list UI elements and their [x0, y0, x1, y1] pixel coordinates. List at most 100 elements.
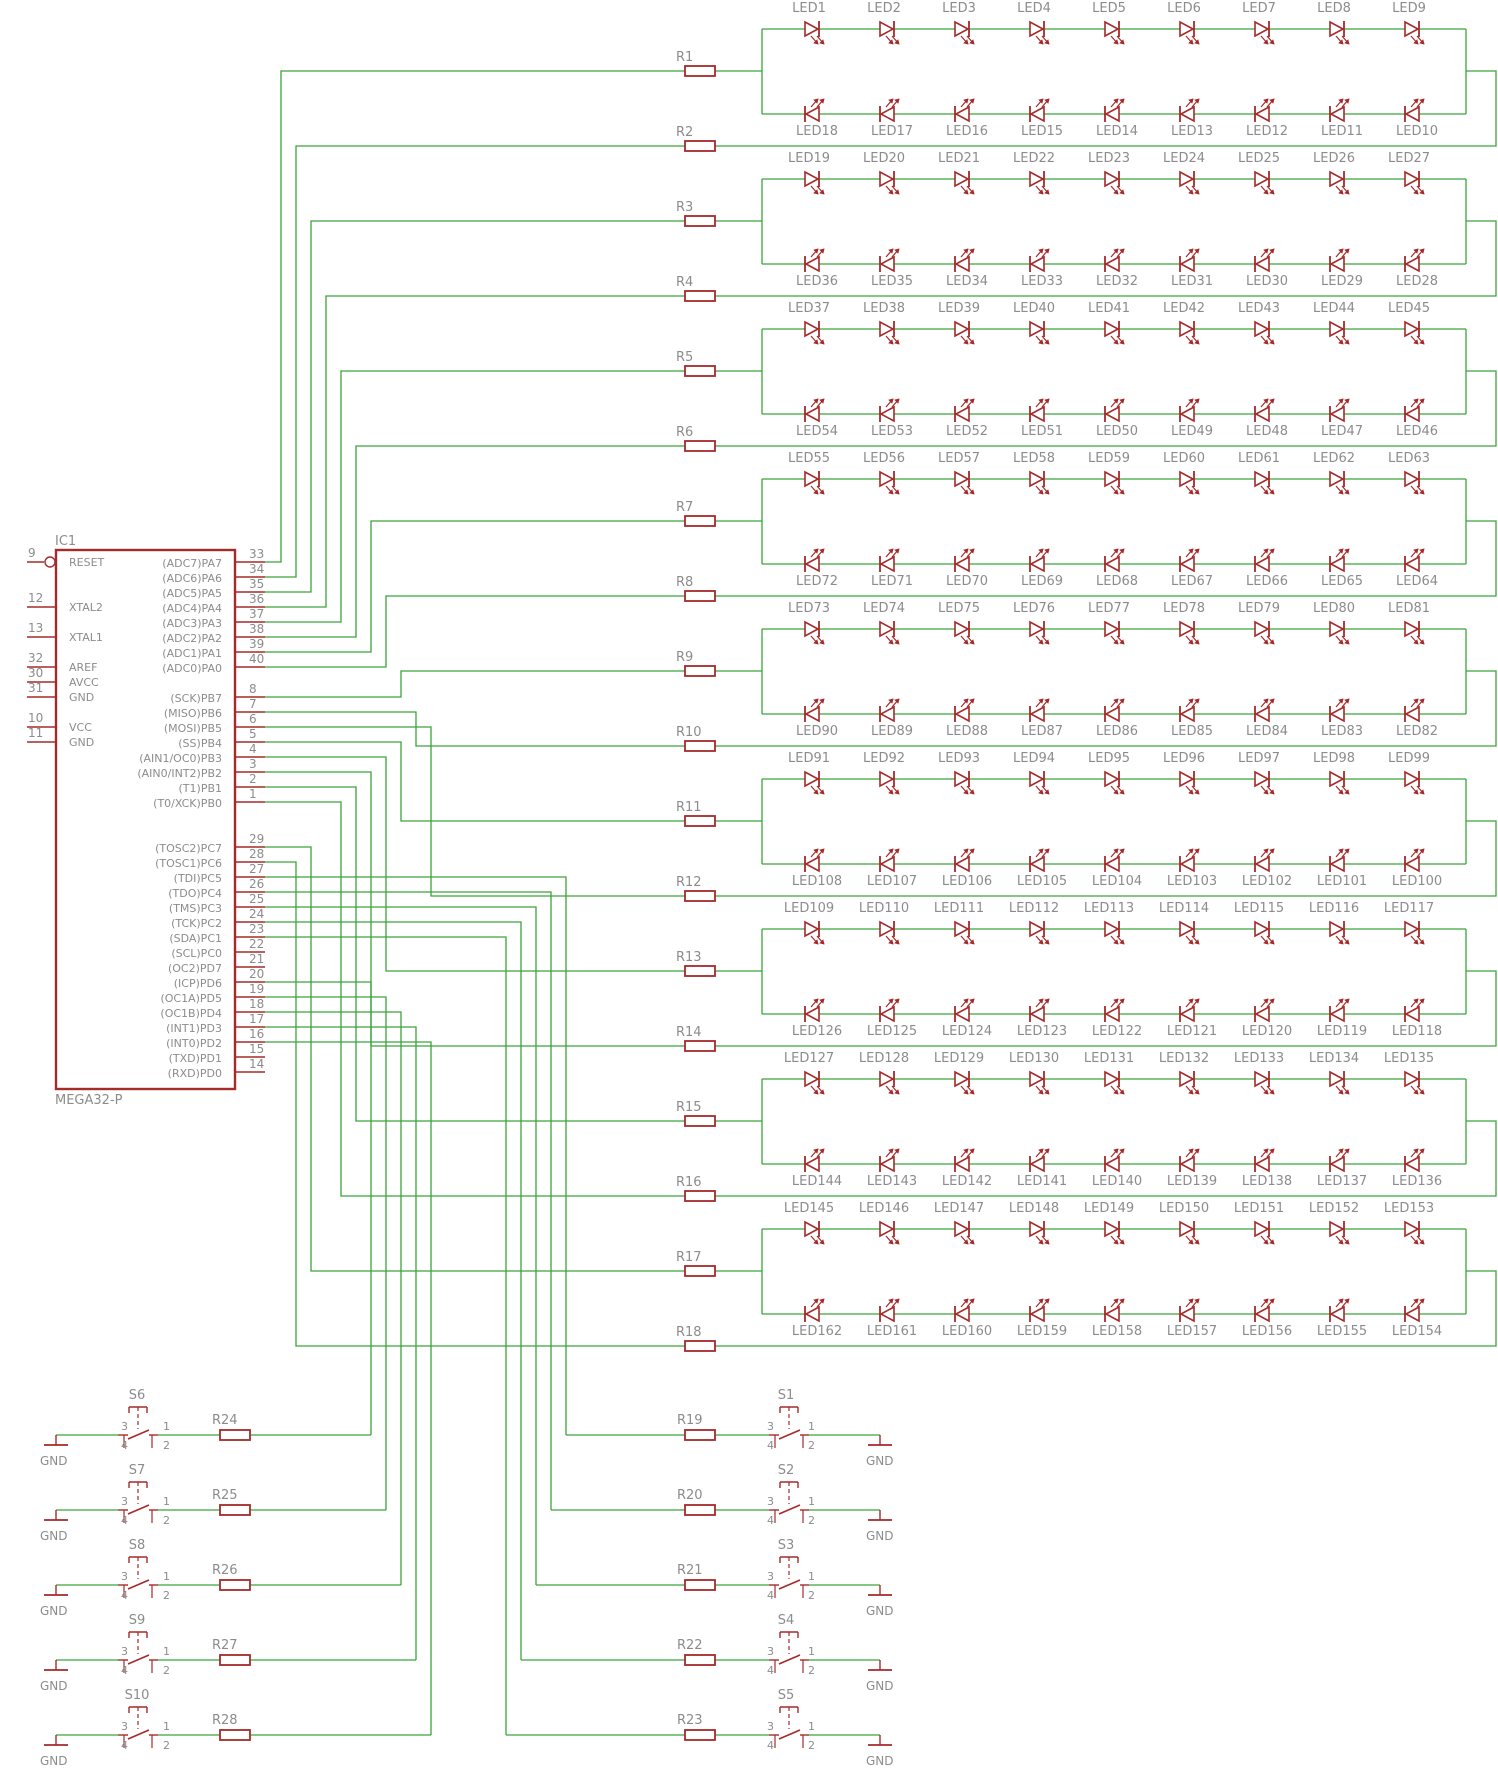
light-arrowhead	[813, 189, 819, 195]
light-arrowhead	[1413, 189, 1419, 195]
led-triangle	[1029, 705, 1045, 723]
ic-pin-label: XTAL1	[69, 631, 103, 644]
ic-pin-number: 22	[249, 937, 264, 951]
led-triangle	[879, 555, 895, 573]
led-label: LED7	[1242, 1, 1276, 16]
light-arrowhead	[1113, 248, 1119, 254]
light-arrowhead	[888, 548, 894, 554]
light-arrowhead	[819, 248, 825, 254]
light-arrowhead	[813, 1239, 819, 1245]
light-arrowhead	[894, 548, 900, 554]
resistor-label: R25	[212, 1488, 238, 1503]
led-triangle	[1329, 555, 1345, 573]
switch-label: S4	[778, 1613, 795, 1628]
led-triangle	[954, 20, 970, 38]
led-triangle	[1104, 470, 1120, 488]
led-triangle	[804, 770, 820, 788]
led-label: LED130	[1009, 1051, 1059, 1066]
light-arrowhead	[813, 248, 819, 254]
led-bottom-4-1	[879, 698, 900, 723]
light-arrowhead	[969, 1148, 975, 1154]
light-arrowhead	[969, 698, 975, 704]
led-bottom-3-6	[1254, 548, 1275, 573]
light-arrowhead	[1269, 98, 1275, 104]
light-arrowhead	[1269, 1298, 1275, 1304]
light-arrowhead	[813, 548, 819, 554]
light-arrowhead	[1263, 339, 1269, 345]
led-label: LED75	[938, 601, 980, 616]
led-triangle	[954, 470, 970, 488]
led-triangle	[1404, 255, 1420, 273]
led-triangle	[1029, 20, 1045, 38]
led-label: LED103	[1167, 874, 1217, 889]
switch-pin-number: 1	[808, 1420, 815, 1433]
led-top-3-1	[879, 470, 900, 495]
led-triangle	[1029, 170, 1045, 188]
light-arrowhead	[1413, 848, 1419, 854]
ic-pin-label: (TOSC2)PC7	[155, 842, 222, 855]
light-arrowhead	[1194, 248, 1200, 254]
led-top-3-6	[1254, 470, 1275, 495]
light-arrowhead	[1044, 39, 1050, 45]
led-top-7-2	[954, 1070, 975, 1095]
led-top-5-2	[954, 770, 975, 795]
led-label: LED114	[1159, 901, 1209, 916]
light-arrowhead	[1119, 698, 1125, 704]
light-arrowhead	[1413, 1089, 1419, 1095]
light-arrowhead	[1269, 39, 1275, 45]
led-label: LED6	[1167, 1, 1201, 16]
led-label: LED50	[1096, 424, 1138, 439]
light-arrowhead	[1119, 98, 1125, 104]
ic-pin-number: 2	[249, 772, 257, 786]
light-arrowhead	[1038, 339, 1044, 345]
led-label: LED27	[1388, 151, 1430, 166]
light-arrowhead	[1263, 1239, 1269, 1245]
led-label: LED107	[867, 874, 917, 889]
light-arrowhead	[888, 248, 894, 254]
light-arrowhead	[1263, 1089, 1269, 1095]
ic-pin-number: 31	[28, 681, 43, 695]
led-triangle	[1029, 1155, 1045, 1173]
led-label: LED90	[796, 724, 838, 739]
led-triangle	[1179, 555, 1195, 573]
light-arrowhead	[1044, 698, 1050, 704]
light-arrowhead	[1194, 489, 1200, 495]
led-triangle	[1329, 1155, 1345, 1173]
resistor-label: R24	[212, 1413, 238, 1428]
light-arrowhead	[1338, 1148, 1344, 1154]
light-arrowhead	[894, 1148, 900, 1154]
ic-pin-number: 4	[249, 742, 257, 756]
led-top-4-3	[1029, 620, 1050, 645]
light-arrowhead	[963, 548, 969, 554]
switch-lever	[127, 1429, 150, 1440]
switch-S10	[118, 1706, 158, 1748]
light-arrowhead	[1119, 639, 1125, 645]
led-triangle	[1029, 1070, 1045, 1088]
led-bottom-1-7	[1329, 248, 1350, 273]
light-arrowhead	[1338, 548, 1344, 554]
led-triangle	[804, 1155, 820, 1173]
light-arrowhead	[1119, 1298, 1125, 1304]
led-label: LED46	[1396, 424, 1438, 439]
light-arrowhead	[1044, 789, 1050, 795]
led-bottom-6-3	[1029, 998, 1050, 1023]
led-label: LED121	[1167, 1024, 1217, 1039]
led-top-8-1	[879, 1220, 900, 1245]
led-label: LED43	[1238, 301, 1280, 316]
switch-pin-number: 3	[121, 1570, 128, 1583]
light-arrowhead	[1044, 398, 1050, 404]
resistor-label: R18	[676, 1325, 702, 1340]
ic-to-switch-wire	[265, 891, 552, 1510]
led-label: LED93	[938, 751, 980, 766]
led-triangle	[879, 855, 895, 873]
light-arrowhead	[1194, 339, 1200, 345]
led-top-5-3	[1029, 770, 1050, 795]
light-arrowhead	[969, 39, 975, 45]
ic-pin-number: 1	[249, 787, 257, 801]
led-label: LED88	[946, 724, 988, 739]
light-arrowhead	[819, 1089, 825, 1095]
resistor-label: R19	[677, 1413, 703, 1428]
light-arrowhead	[888, 398, 894, 404]
light-arrowhead	[969, 98, 975, 104]
led-triangle	[1329, 920, 1345, 938]
